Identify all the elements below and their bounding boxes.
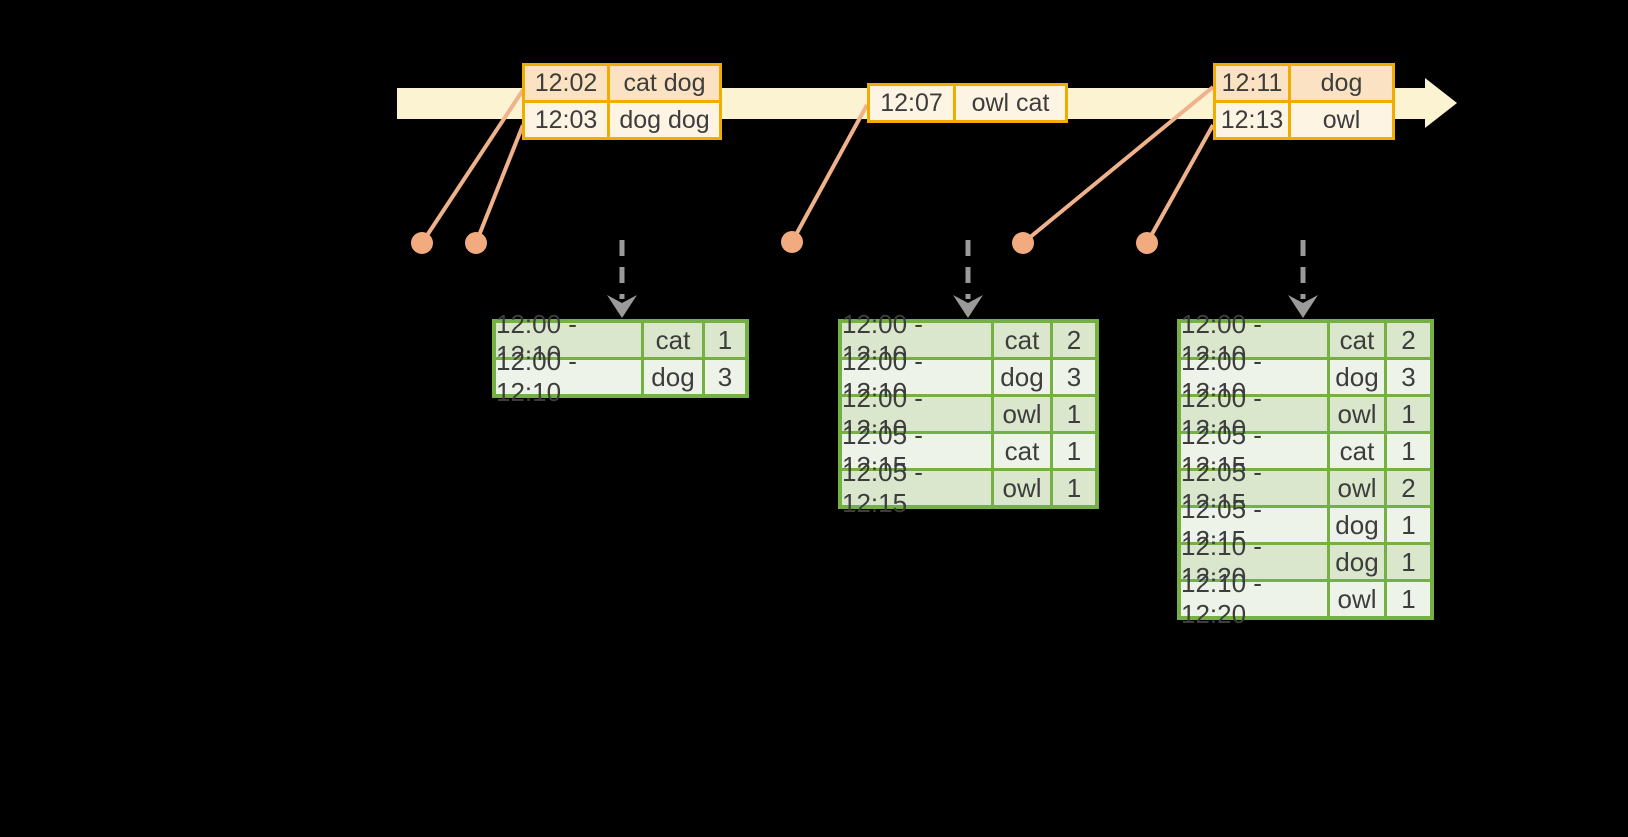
word-cell: owl (994, 397, 1050, 431)
count-cell: 1 (1387, 582, 1430, 616)
word-cell: cat (994, 434, 1050, 468)
window-cell: 12:00 - 12:10 (496, 346, 641, 407)
words-cell: dog (1291, 66, 1392, 100)
count-cell: 3 (1387, 360, 1430, 394)
time-cell: 12:07 (870, 86, 953, 120)
count-cell: 1 (705, 323, 745, 357)
time-cell: 12:11 (1216, 66, 1288, 100)
event-dot (1136, 232, 1158, 254)
word-cell: cat (644, 323, 702, 357)
word-cell: owl (994, 471, 1050, 505)
count-cell: 1 (1053, 471, 1095, 505)
word-cell: cat (1330, 434, 1384, 468)
words-cell: owl cat (956, 86, 1065, 120)
word-cell: owl (1330, 397, 1384, 431)
event-dot (1012, 232, 1034, 254)
count-cell: 1 (1053, 397, 1095, 431)
count-cell: 2 (1387, 471, 1430, 505)
time-cell: 12:03 (525, 103, 607, 137)
word-cell: dog (1330, 360, 1384, 394)
window-cell: 12:00 - 12:10 (842, 346, 991, 407)
timeline-arrowhead-icon (1425, 78, 1457, 128)
count-cell: 1 (1053, 434, 1095, 468)
count-cell: 3 (705, 360, 745, 394)
word-cell: dog (1330, 545, 1384, 579)
count-cell: 1 (1387, 434, 1430, 468)
window-cell: 12:05 - 12:15 (1181, 420, 1327, 481)
word-cell: dog (1330, 508, 1384, 542)
word-cell: dog (994, 360, 1050, 394)
words-cell: dog dog (610, 103, 719, 137)
count-cell: 1 (1387, 508, 1430, 542)
time-cell: 12:02 (525, 66, 607, 100)
event-dot (465, 232, 487, 254)
event-connector-line (1145, 124, 1215, 244)
count-cell: 2 (1387, 323, 1430, 357)
window-cell: 12:05 - 12:15 (1181, 457, 1327, 518)
window-cell: 12:00 - 12:10 (1181, 309, 1327, 370)
time-cell: 12:13 (1216, 103, 1288, 137)
window-cell: 12:00 - 12:10 (842, 309, 991, 370)
event-connector-line (790, 104, 869, 243)
word-cell: cat (994, 323, 1050, 357)
words-cell: owl (1291, 103, 1392, 137)
event-dot (781, 231, 803, 253)
window-cell: 12:10 - 12:20 (1181, 568, 1327, 629)
word-cell: owl (1330, 471, 1384, 505)
event-dot (411, 232, 433, 254)
words-cell: cat dog (610, 66, 719, 100)
count-cell: 1 (1387, 545, 1430, 579)
window-cell: 12:05 - 12:15 (842, 457, 991, 518)
word-cell: dog (644, 360, 702, 394)
count-cell: 3 (1053, 360, 1095, 394)
count-cell: 2 (1053, 323, 1095, 357)
count-cell: 1 (1387, 397, 1430, 431)
event-connector-line (474, 124, 525, 244)
word-cell: cat (1330, 323, 1384, 357)
word-cell: owl (1330, 582, 1384, 616)
